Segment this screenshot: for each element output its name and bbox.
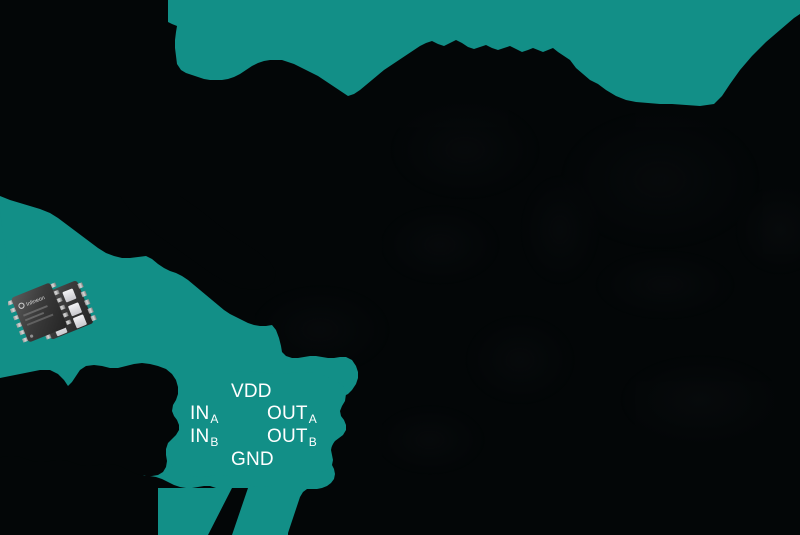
teal-bottom-wedge-bevel (208, 488, 248, 535)
teal-sliver-topleft (172, 0, 205, 16)
dark-notch-upper-left (120, 196, 276, 290)
infineon-logo-icon (18, 302, 25, 309)
dark-texture-blobs (250, 100, 800, 475)
teal-pinout-block (162, 370, 346, 487)
dark-notch-left-center (0, 363, 179, 476)
teal-ragged-highlight-top (168, 0, 800, 106)
ic-package-top-view: Infineon (8, 282, 72, 343)
teal-bottom-wedge (158, 488, 232, 535)
infineon-ic-packages-photo: Infineon (8, 270, 98, 348)
